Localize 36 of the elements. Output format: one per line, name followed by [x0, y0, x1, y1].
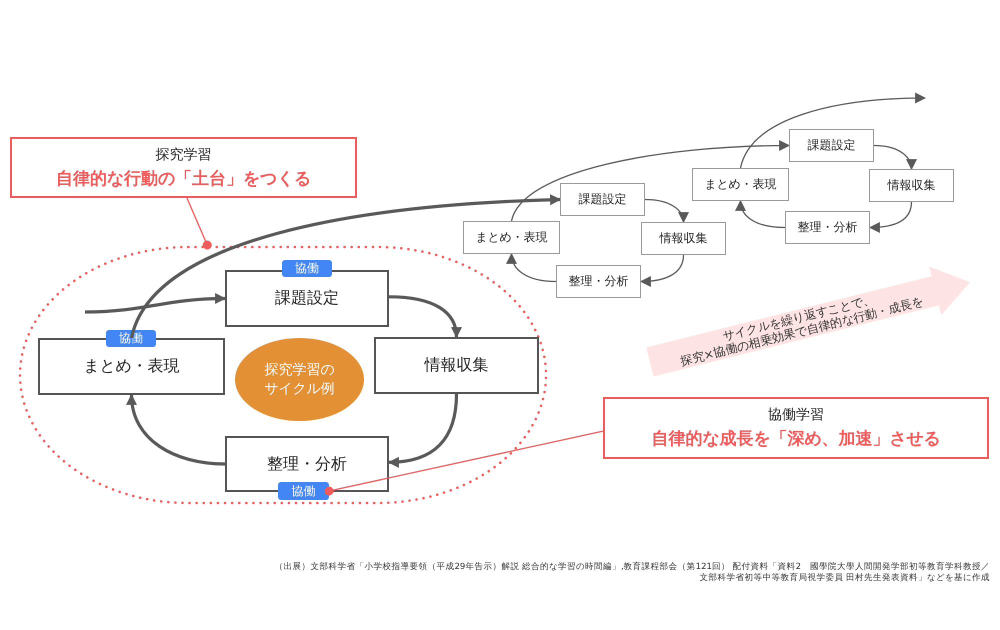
curved-arrow	[874, 144, 916, 170]
leader-line	[324, 430, 604, 496]
process-box: まとめ・表現	[463, 221, 560, 254]
collaboration-tag: 協働	[282, 260, 332, 277]
banner-text: サイクルを繰り返すことで、 探究×協働の相乗効果で自律的な行動・成長を	[678, 290, 926, 369]
curved-arrow	[126, 394, 226, 466]
process-box: 情報収集	[374, 337, 539, 394]
curved-arrow	[506, 252, 556, 282]
process-box: 整理・分析	[556, 265, 641, 298]
curved-arrow	[388, 394, 458, 468]
callout-box	[10, 137, 357, 198]
process-box: 課題設定	[789, 129, 874, 162]
curved-arrow	[644, 198, 688, 224]
curved-arrow	[736, 200, 786, 228]
process-box: 課題設定	[560, 183, 645, 216]
cycle-ellipse: 探究学習のサイクル例	[235, 338, 364, 421]
callout-box	[603, 397, 989, 459]
curved-arrow	[640, 254, 684, 287]
curved-arrow	[868, 202, 912, 233]
callout-heading: 協働学習	[768, 406, 824, 424]
curved-arrow	[388, 295, 462, 338]
callout-text: 自律的な行動の「土台」をつくる	[56, 168, 311, 190]
curved-arrow	[130, 194, 562, 339]
leader-line	[186, 198, 212, 250]
curved-arrow	[510, 140, 790, 222]
collaboration-tag: 協働	[278, 482, 329, 500]
callout-text: 自律的な成長を「深め、加速」させる	[652, 428, 940, 450]
source-note: （出展）文部科学省「小学校指導要領（平成29年告示）解説 総合的な学習の時間編」,教育課程部会（第121回） 配付資料「資料2 國學院大學人間開発学部初等教育学科教授／文部科学省初等中等教育局視学委員 田村先生発表資料」などを基に作成	[273, 562, 990, 585]
process-box: 整理・分析	[785, 211, 870, 244]
dotted-region	[18, 245, 548, 505]
process-box: 情報収集	[869, 169, 954, 202]
curved-arrow	[84, 293, 226, 314]
curved-arrow	[740, 92, 926, 168]
process-box: 情報収集	[641, 222, 726, 255]
process-box: まとめ・表現	[692, 168, 789, 201]
callout-heading: 探究学習	[156, 146, 212, 164]
